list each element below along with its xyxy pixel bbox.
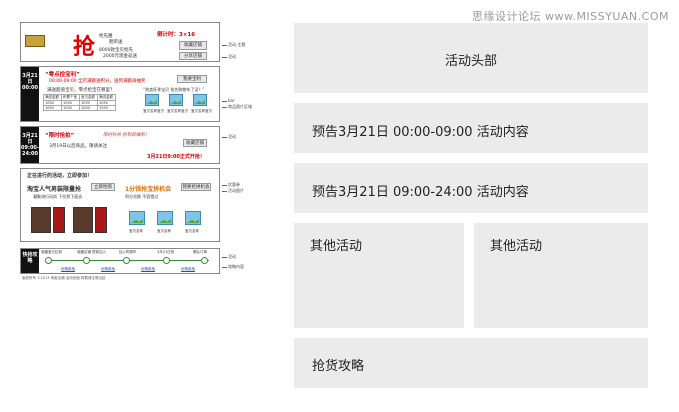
wf-model-photo (73, 207, 93, 233)
wf-image (185, 211, 201, 225)
wf-image (129, 211, 145, 225)
wf-ann: 活动 (222, 54, 236, 60)
wf-step (45, 257, 52, 264)
wf-cell: 1050 (43, 105, 62, 111)
block-label: 活动头部 (444, 54, 497, 69)
wf-cell: 1050 (79, 105, 98, 111)
wf-sub2: 晒单送 (109, 40, 123, 45)
wf-big-char: 抢 (73, 35, 96, 60)
wf-table-title: 满送超值宝贝，零点抢宝在哪里？ (47, 88, 115, 93)
wf-ann: 活动 (222, 254, 236, 260)
wf-caption: 宝贝名称 (157, 229, 171, 233)
wf-title: 正在进行的活动，立即参加！ (27, 173, 93, 179)
wf-section-4: 快抢攻略 收藏宝贝拉到 收藏店铺 提前加入 加入购物车 3月21日抢 确认订单 … (20, 248, 220, 274)
wf-step (201, 257, 208, 264)
wf-caption: 宝贝名称宝贝 (167, 109, 188, 113)
block-activity-header: 活动头部 (294, 23, 648, 93)
wf-cell: 满送金额 (97, 94, 116, 101)
wf-btn: 收藏店铺 (183, 139, 207, 147)
wf-caption: 宝贝名称宝贝 (191, 109, 212, 113)
wf-cell: 1050 (97, 105, 116, 111)
block-other-activity-left: 其他活动 (294, 223, 464, 328)
wf-desc: 00:00-09:00 全店满额送积分，送到满额再抽奖 (49, 79, 146, 84)
wf-sub1: 抢先腰 (99, 34, 113, 39)
wf-left-title: 淘宝人气男装限量抢 (27, 186, 82, 193)
wf-section-1: 3月21日00:00 “零点捡宝利” 00:00-09:00 全店满额送积分，送… (20, 66, 220, 122)
wf-link: 攻略链接 (101, 267, 115, 271)
wf-image (193, 94, 207, 106)
block-label: 预告3月21日 00:00-09:00 活动内容 (312, 125, 529, 140)
wf-cell: 积累个宝 (61, 94, 80, 101)
wf-desc: 凝聚流行风尚 下拉到下面去 (33, 194, 83, 199)
wf-cell: 满送金额 (43, 94, 62, 101)
wf-desc: 3月19日以后商品，敬请关注 (49, 144, 108, 149)
wf-step (83, 257, 90, 264)
wf-footer: 版权所有 ©2013 淘宝店铺 活动页面 转载请注明出处 (22, 276, 106, 280)
wf-model-photo (31, 207, 51, 233)
wf-image (157, 211, 173, 225)
wf-step (163, 257, 170, 264)
wf-model-photo (95, 207, 107, 233)
wf-step-label: 加入购物车 (119, 250, 137, 254)
block-shopping-guide: 抢货攻略 (294, 338, 648, 388)
wf-side: 3月21日09:00-24:00 (21, 127, 39, 163)
wf-ann: 商品图片区域 (222, 104, 252, 110)
wf-ann: 活动图片 (222, 188, 244, 194)
wf-image (145, 94, 159, 106)
wf-section-2: 3月21日09:00-24:00 “限时抢拍” 限时秒杀 抢到就赚到！ 3月19… (20, 126, 220, 164)
wf-step-label: 收藏店铺 提前加入 (77, 250, 107, 254)
wf-btn: 立即抢购 (91, 183, 115, 191)
wf-img-title: “热卖旺季宝贝 抢先购物车了没？” (143, 87, 205, 92)
wf-caption: 宝贝名称宝贝 (143, 109, 164, 113)
wf-table: 满送金额 积累个宝 宝贝金额 满送金额 1050 1050 1050 1050 … (43, 94, 116, 111)
wf-ann: 优惠券 (222, 182, 240, 188)
wf-step-label: 确认订单 (193, 250, 207, 254)
wf-btn-fav: 收藏店铺 (179, 41, 207, 50)
wf-title: “零点捡宝利” (45, 72, 80, 78)
wf-side: 3月21日00:00 (21, 67, 39, 121)
wf-date: 倒计时：3×16 (157, 32, 196, 38)
wf-ann: 活动-主题 (222, 42, 245, 48)
wf-btn-share: 分享店铺 (179, 52, 207, 60)
watermark: 思缘设计论坛 www.MISSYUAN.COM (471, 10, 669, 23)
wf-link: 攻略链接 (61, 267, 75, 271)
wf-step-label: 收藏宝贝拉到 (41, 250, 62, 254)
block-preview-morning: 预告3月21日 00:00-09:00 活动内容 (294, 103, 648, 153)
wf-model-photo (53, 207, 65, 233)
wf-ann: 攻略内容 (222, 264, 244, 270)
wireframe-thumbnail: 抢 抢先腰 晒单送 8000款宝贝抢先 2000元现金返送 倒计时：3×16 收… (20, 22, 252, 282)
block-other-activity-right: 其他活动 (474, 223, 648, 328)
wf-cell: 1050 (61, 105, 80, 111)
wf-notice: 3月21日9:00正式开抢！ (147, 154, 205, 160)
block-label: 其他活动 (490, 239, 543, 254)
wf-title: “限时抢拍” (45, 133, 75, 139)
wf-cell: 宝贝金额 (79, 94, 98, 101)
wf-btn: 我要抢拼机会 (181, 183, 211, 191)
wf-desc: 积分兑换 不容错过 (125, 194, 159, 199)
block-label: 预告3月21日 09:00-24:00 活动内容 (312, 185, 529, 200)
wf-ann: bar (222, 98, 235, 103)
wf-link: 攻略链接 (141, 267, 155, 271)
wf-caption: 宝贝名称 (129, 229, 143, 233)
wf-step-label: 3月21日抢 (157, 250, 175, 254)
wf-header: 抢 抢先腰 晒单送 8000款宝贝抢先 2000元现金返送 倒计时：3×16 收… (20, 22, 220, 62)
wf-side: 快抢攻略 (21, 249, 39, 273)
wf-image (169, 94, 183, 106)
wf-promo: 1分钱抢宝拼机会 (125, 186, 172, 193)
block-label: 其他活动 (310, 239, 363, 254)
wf-section-3: 正在进行的活动，立即参加！ 淘宝人气男装限量抢 立即抢购 凝聚流行风尚 下拉到下… (20, 168, 220, 242)
wf-step (123, 257, 130, 264)
wf-line1: 8000款宝贝抢先 (99, 48, 133, 53)
wf-logo (25, 35, 45, 47)
wf-line2: 2000元现金返送 (103, 54, 137, 59)
wf-link: 攻略链接 (181, 267, 195, 271)
block-preview-daytime: 预告3月21日 09:00-24:00 活动内容 (294, 163, 648, 213)
block-label: 抢货攻略 (312, 359, 365, 374)
wf-btn: 我要宝利 (177, 75, 207, 83)
wf-slogan: 限时秒杀 抢到就赚到！ (103, 133, 150, 138)
wf-ann: 活动 (222, 134, 236, 140)
wf-caption: 宝贝名称 (185, 229, 199, 233)
